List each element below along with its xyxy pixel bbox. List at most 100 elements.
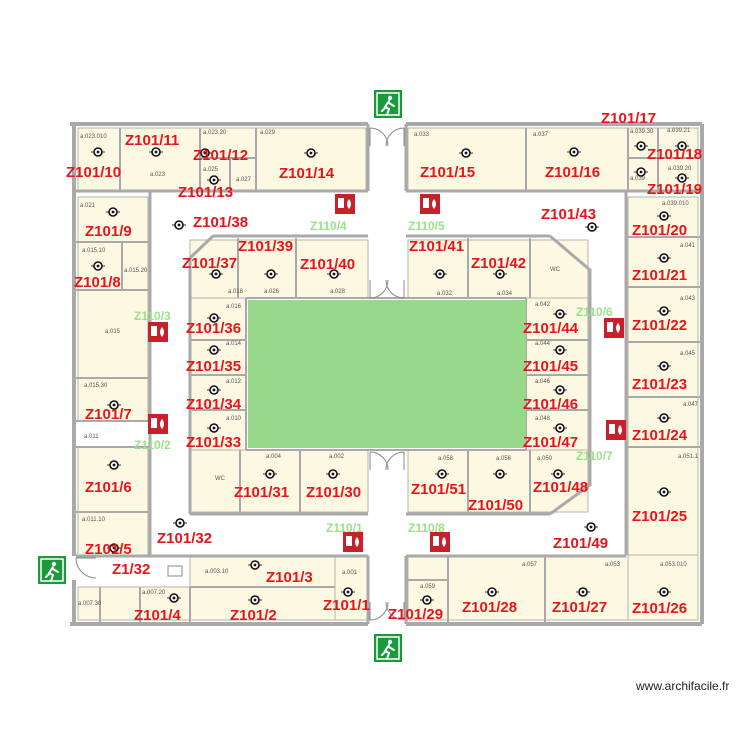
detector-icon — [107, 543, 121, 553]
room-label: a.002 — [329, 454, 345, 460]
zone-label: Z101/33 — [186, 434, 241, 451]
room-label: a.007.30 — [78, 601, 102, 607]
zone-label: Z101/45 — [523, 358, 578, 375]
detector-icon — [493, 269, 507, 279]
zone-label: Z101/34 — [186, 396, 242, 413]
zone-label: Z101/39 — [238, 238, 293, 255]
zone-label: Z101/9 — [85, 223, 132, 240]
room-label: a.039.30 — [630, 129, 654, 135]
green-zone-label: Z110/5 — [408, 219, 445, 233]
room-label: a.051.1 — [678, 454, 699, 460]
zone-label: Z101/10 — [66, 164, 121, 181]
zone-label: Z101/47 — [523, 434, 578, 451]
zone-label: Z101/32 — [157, 530, 212, 547]
courtyard-layer — [248, 300, 526, 448]
room-label: a.004 — [266, 454, 282, 460]
fire-alarm-icon — [148, 322, 168, 342]
room-label: a.048 — [535, 416, 551, 422]
detector-icon — [326, 469, 340, 479]
detector-icon — [209, 269, 223, 279]
detector-icon — [553, 345, 567, 355]
zone-label: Z101/13 — [178, 184, 233, 201]
room-label: a.015.10 — [82, 248, 106, 254]
rooms-layer — [77, 127, 699, 621]
room-label: a.003.10 — [205, 569, 229, 575]
detector-icon — [248, 595, 262, 605]
fire-alarm-icon — [148, 414, 168, 434]
room-label: WC — [550, 267, 561, 273]
detector-icon — [657, 413, 671, 423]
zone-label: Z101/48 — [533, 479, 588, 496]
zone-label: Z101/11 — [125, 132, 179, 149]
detector-icon — [207, 345, 221, 355]
detector-icon — [341, 587, 355, 597]
detector-icon — [106, 207, 120, 217]
zone-label: Z101/46 — [523, 396, 578, 413]
detector-icon — [91, 261, 105, 271]
room-label: a.056 — [496, 456, 512, 462]
zone-label: Z101/1 — [323, 597, 370, 614]
zone-label: Z101/14 — [279, 165, 335, 182]
room-label: a.025 — [203, 167, 219, 173]
zone-label: Z101/24 — [632, 427, 688, 444]
room-label: a.058 — [438, 456, 454, 462]
detector-icon — [553, 423, 567, 433]
detector-icon — [149, 147, 163, 157]
room-label: a.001 — [342, 570, 358, 576]
detector-icon — [567, 147, 581, 157]
room-label: a.034 — [497, 291, 513, 297]
green-zone-label: Z110/4 — [310, 219, 347, 233]
zone-label: Z101/3 — [266, 569, 313, 586]
zone-label: Z101/35 — [186, 358, 241, 375]
detector-icon — [657, 361, 671, 371]
detector-icon — [459, 148, 473, 158]
room-label: a.026 — [264, 289, 280, 295]
zone-label: Z101/6 — [85, 479, 132, 496]
doors-layer — [75, 127, 405, 621]
detector-icon — [263, 469, 277, 479]
room-label: a.010 — [226, 416, 242, 422]
room-label: a.037 — [533, 132, 549, 138]
zone-label: Z101/38 — [193, 214, 248, 231]
room-label: a.029 — [260, 130, 276, 136]
detector-icon — [551, 469, 565, 479]
zone-label: Z101/27 — [552, 599, 607, 616]
fire-alarm-icon — [604, 318, 624, 338]
room-label: a.032 — [437, 291, 453, 297]
room-label: a.039.20 — [668, 166, 692, 172]
walls-layer — [70, 122, 704, 626]
detector-icon — [675, 173, 689, 183]
green-zone-label: Z110/7 — [576, 449, 613, 463]
detector-icon — [420, 595, 434, 605]
zone-label: Z101/51 — [411, 481, 466, 498]
icon-layer — [38, 90, 689, 662]
room-label: a.047 — [683, 402, 699, 408]
room-label: a.011 — [84, 434, 99, 440]
room-label: a.018 — [228, 289, 244, 295]
room-label: a.012 — [226, 379, 242, 385]
green-zone-label: Z110/3 — [134, 309, 171, 323]
green-zone-label: Z110/2 — [134, 438, 171, 452]
detector-icon — [657, 587, 671, 597]
zone-label: Z101/43 — [541, 206, 596, 223]
zone-label: Z101/30 — [306, 484, 361, 501]
room-label: a.023.010 — [80, 134, 107, 140]
room-label: a.045 — [680, 351, 696, 357]
room-label: a.021 — [80, 203, 96, 209]
detector-icon — [634, 167, 648, 177]
zone-label: Z101/18 — [647, 146, 702, 163]
detector-icon — [167, 593, 181, 603]
room-label: WC — [215, 476, 226, 482]
detector-icon — [553, 385, 567, 395]
fire-alarm-icon — [335, 194, 355, 214]
room-label: a.053.010 — [660, 562, 687, 568]
detector-icon — [634, 141, 648, 151]
room-label: a.039.21 — [667, 128, 691, 134]
room-label: a.039 — [630, 176, 646, 182]
green-zone-label: Z110/1 — [326, 521, 363, 535]
detector-icon — [304, 148, 318, 158]
detector-icon — [172, 220, 186, 230]
